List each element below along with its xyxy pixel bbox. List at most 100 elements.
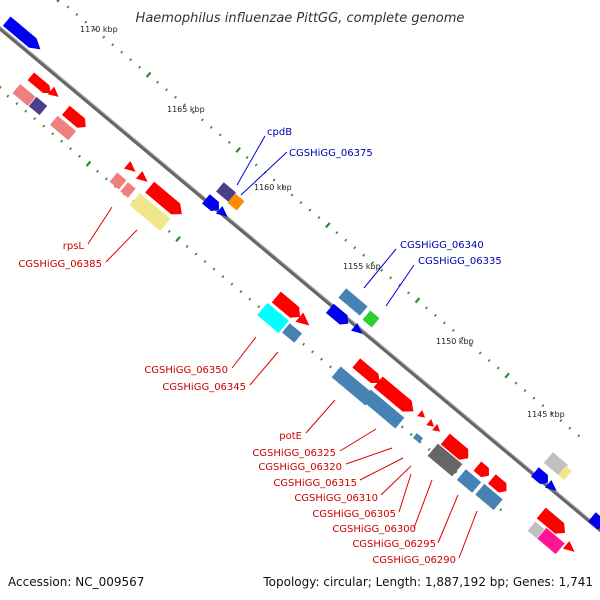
gene-red-arrow-7[interactable] [432, 424, 443, 435]
gene-gray-2[interactable] [527, 521, 545, 539]
scale-tick [362, 253, 366, 257]
gene-red-arrow-8[interactable] [562, 540, 578, 556]
gene-steel-06290[interactable] [475, 483, 503, 511]
gene-green-06335[interactable] [362, 310, 380, 328]
gene-red-arrow-5[interactable] [417, 410, 428, 421]
gene-blue-1[interactable] [202, 194, 223, 214]
gene-purple-cpdB[interactable] [216, 182, 236, 202]
scale-tick [185, 245, 189, 248]
scale-tick [75, 13, 79, 17]
gene-steel-potE[interactable] [331, 366, 375, 406]
gene-red-6[interactable] [440, 433, 473, 464]
gene-label-CGSHiGG_06375[interactable]: CGSHiGG_06375 [289, 148, 373, 159]
gene-red-4[interactable] [271, 291, 305, 323]
gene-label-CGSHiGG_06290[interactable]: CGSHiGG_06290 [372, 555, 456, 566]
gene-label-CGSHiGG_06350[interactable]: CGSHiGG_06350 [144, 365, 228, 376]
scale-tick [523, 389, 527, 393]
scale-tick [174, 95, 177, 99]
gene-label-CGSHiGG_06300[interactable]: CGSHiGG_06300 [332, 524, 416, 535]
scale-tick [257, 305, 261, 309]
gene-red-7[interactable] [473, 461, 493, 481]
gene-gray-06305[interactable] [427, 443, 463, 477]
scale-tick [478, 351, 482, 355]
gene-label-CGSHiGG_06295[interactable]: CGSHiGG_06295 [352, 539, 436, 550]
gene-steel-06325[interactable] [361, 389, 405, 429]
scale-tick [84, 20, 88, 24]
gene-red-5[interactable] [373, 376, 418, 416]
scale-tick [433, 313, 437, 317]
scale-tick [353, 246, 357, 250]
gene-label-CGSHiGG_06325[interactable]: CGSHiGG_06325 [252, 448, 336, 459]
gene-orange-06375[interactable] [227, 193, 245, 211]
gene-khaki-1[interactable] [558, 465, 572, 481]
scale-tick [371, 261, 375, 265]
gene-cyan-06350[interactable] [257, 302, 289, 334]
gene-purple-1[interactable] [28, 96, 48, 116]
gene-label-CGSHiGG_06340[interactable]: CGSHiGG_06340 [400, 240, 484, 251]
gene-label-rpsL[interactable]: rpsL [63, 241, 85, 252]
scale-tick [299, 201, 303, 205]
gene-forward-topleft[interactable] [2, 16, 44, 54]
gene-steel-06345[interactable] [282, 323, 302, 343]
gene-label-CGSHiGG_06310[interactable]: CGSHiGG_06310 [294, 493, 378, 504]
gene-khaki-06385[interactable] [129, 193, 171, 231]
gene-pink-2[interactable] [49, 115, 77, 141]
gene-pink-3[interactable] [109, 172, 127, 190]
leader-lines-reverse [87, 206, 478, 559]
gene-red-arrow-2[interactable] [123, 160, 139, 176]
gene-label-potE[interactable]: potE [279, 431, 302, 442]
gene-red-arrow-6[interactable] [426, 419, 437, 430]
scale-tick [389, 276, 393, 280]
leader-lines-forward [236, 135, 415, 307]
scale-label-1160: 1160 kbp [254, 183, 292, 192]
gene-label-CGSHiGG_06315[interactable]: CGSHiGG_06315 [273, 478, 357, 489]
gene-red-arrow-3[interactable] [135, 170, 151, 186]
gene-blue-3[interactable] [531, 467, 552, 487]
gene-label-CGSHiGG_06320[interactable]: CGSHiGG_06320 [258, 462, 342, 473]
gene-blue-2[interactable] [325, 303, 352, 329]
gene-blue-arrow-2[interactable] [350, 322, 366, 338]
scale-tick [60, 139, 64, 143]
gene-red-potE-upper[interactable] [352, 358, 383, 387]
scale-tick [469, 343, 473, 347]
gene-red-9[interactable] [536, 507, 570, 539]
scale-tick [514, 381, 518, 385]
gene-red-3[interactable] [145, 181, 186, 220]
gene-label-CGSHiGG_06345[interactable]: CGSHiGG_06345 [162, 382, 246, 393]
scale-tick [93, 28, 97, 32]
scale-tick [239, 290, 243, 294]
gene-label-CGSHiGG_06305[interactable]: CGSHiGG_06305 [312, 509, 396, 520]
gene-pink-rpsL[interactable] [120, 182, 136, 198]
gene-red-arrow-4[interactable] [295, 312, 314, 331]
gene-blue-edge[interactable] [588, 512, 600, 532]
gene-pink-1[interactable] [12, 83, 36, 107]
scale-tick [451, 328, 455, 332]
scale-tick [559, 419, 563, 423]
gene-label-cpdB[interactable]: cpdB [267, 127, 292, 138]
scale-tick [227, 140, 231, 144]
scale-tick [203, 260, 207, 264]
scale-tick [51, 132, 55, 136]
gene-red-arrow-1[interactable] [47, 86, 62, 101]
gene-steel-06295[interactable] [456, 469, 482, 493]
gene-red-8[interactable] [488, 474, 510, 495]
gene-gray-1[interactable] [543, 452, 569, 476]
scale-tick [102, 35, 106, 39]
gene-steel-06340[interactable] [338, 288, 368, 316]
gene-magenta-1[interactable] [537, 527, 565, 555]
gene-blue-arrow-3[interactable] [544, 479, 560, 495]
scale-tick [504, 372, 510, 379]
scale-tick [6, 94, 10, 98]
gene-red-2[interactable] [61, 105, 90, 132]
scale-tick [335, 231, 339, 235]
gene-red-1[interactable] [27, 72, 54, 96]
scale-tick [400, 425, 404, 429]
scale-tick [424, 306, 428, 310]
scale-tick [167, 229, 171, 233]
gene-blue-arrow-1[interactable] [215, 205, 231, 221]
gene-label-CGSHiGG_06385[interactable]: CGSHiGG_06385 [18, 259, 102, 270]
gene-steel-small[interactable] [413, 433, 423, 443]
scale-tick [541, 404, 545, 408]
gene-label-CGSHiGG_06335[interactable]: CGSHiGG_06335 [418, 256, 502, 267]
